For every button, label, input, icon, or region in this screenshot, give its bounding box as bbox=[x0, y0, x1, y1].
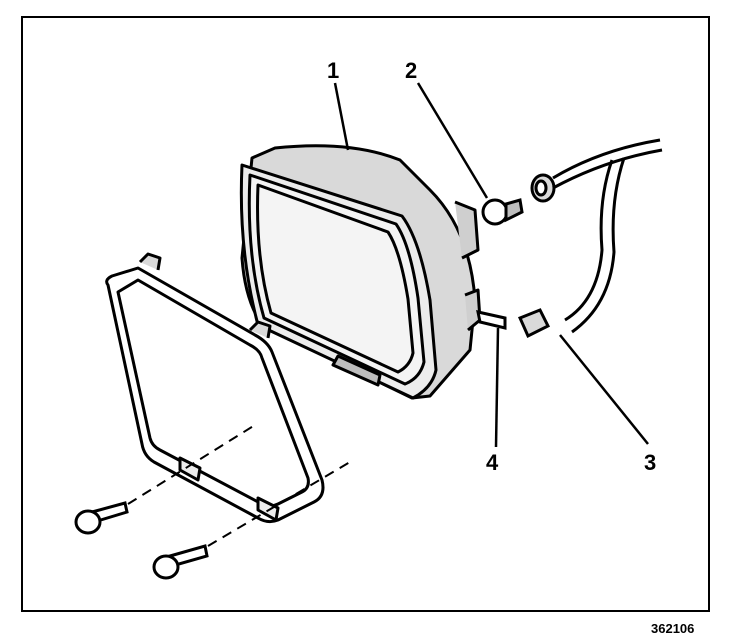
leader-lines bbox=[333, 82, 649, 448]
callout-2: 2 bbox=[405, 58, 418, 83]
retaining-ring bbox=[105, 252, 325, 524]
diagram-frame bbox=[21, 16, 710, 612]
bulb-and-socket bbox=[481, 138, 663, 226]
figure-id: 362106 bbox=[651, 621, 695, 636]
wire-harness bbox=[476, 157, 626, 339]
callout-1: 1 bbox=[327, 58, 340, 83]
callout-4: 4 bbox=[486, 450, 499, 475]
alignment-lines bbox=[127, 424, 351, 547]
screws bbox=[74, 501, 209, 580]
callout-3: 3 bbox=[644, 450, 657, 475]
headlamp-assembly bbox=[239, 144, 482, 400]
